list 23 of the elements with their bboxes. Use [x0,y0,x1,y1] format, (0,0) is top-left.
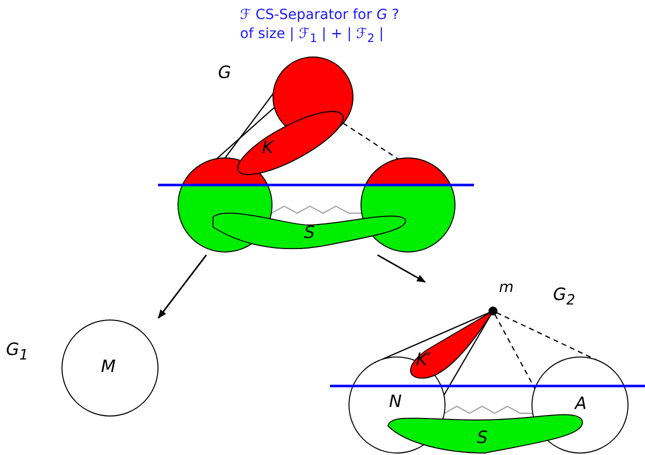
arrow [158,254,207,319]
connecting-line [382,312,490,360]
connecting-line [224,93,274,158]
connecting-line [496,312,597,360]
title: ℱ CS-Separator for G ? of size | ℱ$_{1}$ | + | ℱ$_{2}$ | [240,6,400,47]
zigzag-line [270,205,362,214]
connecting-line [443,314,492,396]
set-label: K [262,140,274,157]
set-label: M [101,359,116,376]
graph-label: G$_{2}$ [553,287,576,308]
graph-label: G$_{1}$ [6,342,28,363]
vertex-label: m [499,282,514,295]
set-label: N [389,394,402,411]
set-label: S [477,430,488,447]
graph-label: G [218,65,232,82]
set-label: A [575,396,587,413]
zigzag-line [444,406,533,414]
set-label: K′ [416,352,432,369]
set-label: S [304,225,315,242]
connecting-line [216,106,275,160]
connecting-line [494,314,536,389]
arrow [377,254,426,283]
connecting-line [342,122,399,160]
